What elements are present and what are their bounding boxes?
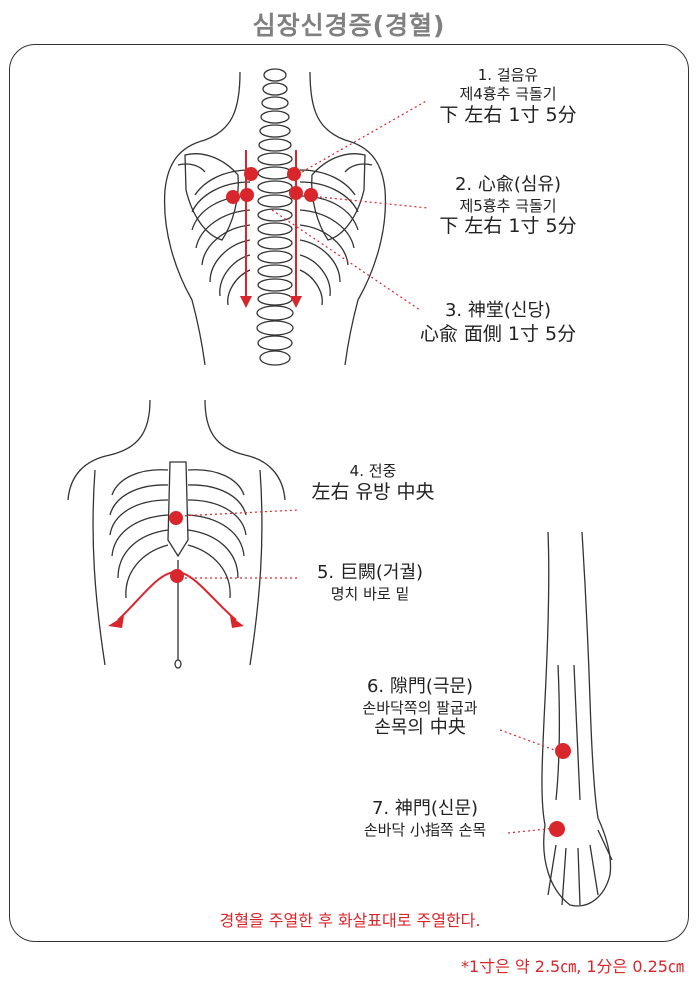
point-7 [549,821,565,837]
arrowheads [108,296,302,628]
label-point-6: 6. 隙門(극문) 손바닥쪽의 팔굽과 손목의 中央 [362,676,478,739]
content-frame [9,44,689,942]
arm-figure [541,531,613,907]
front-figure [67,399,286,669]
point-1-right [287,167,301,181]
point-3-right [304,188,318,202]
point-1-left [244,167,258,181]
spine [256,68,294,366]
label-point-4: 4. 전중 左右 유방 中央 [311,462,435,503]
point-2-right [289,186,303,200]
point-2-left [240,188,254,202]
footnote: *1寸은 약 2.5㎝, 1分은 0.25㎝ [460,957,684,976]
label-point-1: 1. 걸음유 제4흉추 극돌기 下 左右 1寸 5分 [439,66,577,126]
label-point-3: 3. 神堂(신당) 心兪 面側 1寸 5分 [419,300,577,345]
point-3-left [226,190,240,204]
point-5 [170,569,184,583]
label-point-2: 2. 心兪(심유) 제5흉추 극돌기 下 左右 1寸 5分 [439,174,577,238]
page-title: 심장신경증(경혈) [252,11,446,40]
point-6 [555,743,571,759]
label-point-5: 5. 巨闕(거궐) 명치 바로 밑 [316,562,424,603]
leader-lines [179,99,561,834]
point-4 [169,511,183,525]
instruction-note: 경혈을 주열한 후 화살표대로 주열한다. [219,911,481,930]
acupoints [169,167,571,837]
label-point-7: 7. 神門(신문) 손바닥 小指쪽 손목 [363,798,487,839]
